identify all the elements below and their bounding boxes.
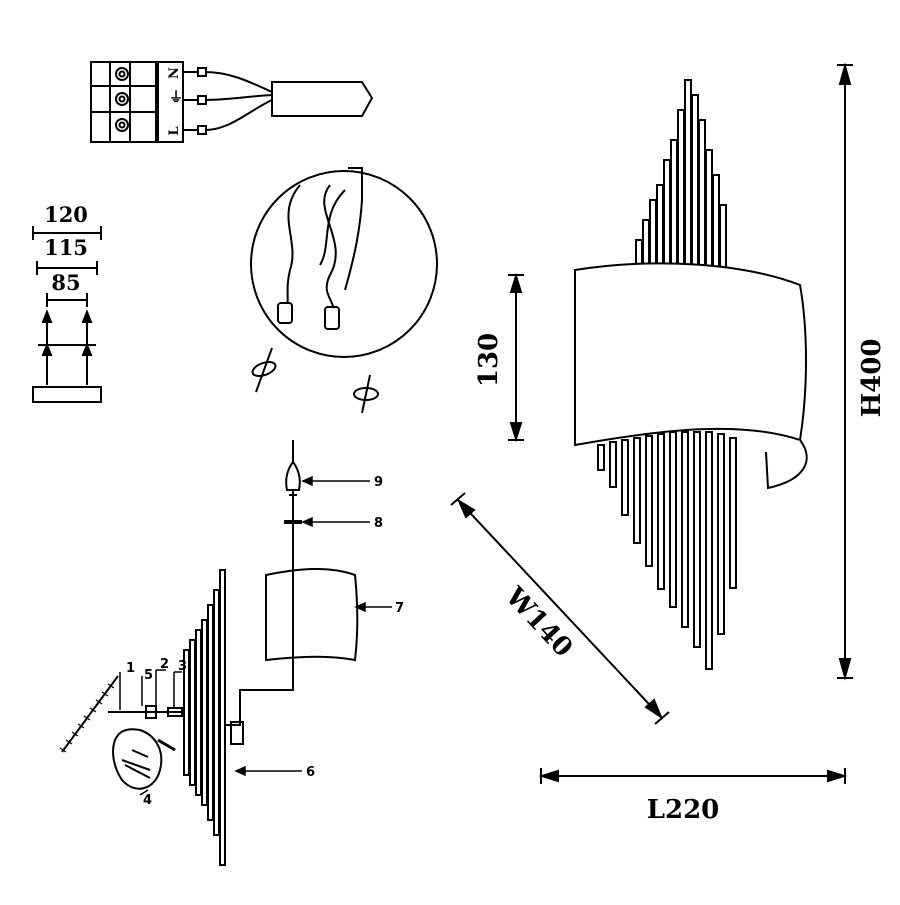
- dim-120: 120: [44, 202, 88, 227]
- terminal-label-earth: ⏚: [169, 90, 183, 106]
- callout-7: 7: [395, 601, 404, 616]
- dim-shade-height: [508, 272, 524, 443]
- callout-3: 3: [178, 659, 187, 674]
- crystal-rods-lower: [597, 431, 737, 670]
- terminal-labels: N ⏚ L: [167, 67, 183, 136]
- label-130: 130: [474, 333, 504, 387]
- terminal-block: [90, 61, 374, 143]
- side-rods: [183, 569, 226, 866]
- callout-9: 9: [374, 475, 383, 490]
- dim-length: [538, 768, 848, 784]
- front-view-lamp: [574, 79, 808, 670]
- callout-6: 6: [306, 765, 315, 780]
- callout-leaders: [119, 475, 392, 796]
- callout-numbers: 1 2 3 4 5 6 7 8 9: [126, 475, 404, 808]
- callout-5: 5: [144, 668, 153, 683]
- exploded-view: [59, 440, 359, 866]
- callout-2: 2: [160, 657, 169, 672]
- dim-width: [450, 492, 670, 725]
- dim-115: 115: [44, 235, 88, 260]
- label-l220: L220: [647, 795, 720, 825]
- label-w140: W140: [499, 581, 579, 663]
- mount-plate-dimensions: 120 115 85: [32, 202, 102, 403]
- wiring-detail: [250, 167, 438, 414]
- terminal-label-n: N: [167, 67, 182, 79]
- terminal-label-l: L: [167, 126, 182, 135]
- lamp-shade: [574, 262, 807, 447]
- side-shade: [265, 568, 359, 662]
- dim-total-height: [837, 62, 853, 681]
- crystal-rods: [635, 79, 727, 271]
- bulb: [285, 460, 301, 491]
- callout-4: 4: [143, 793, 152, 808]
- dim-85: 85: [51, 270, 80, 295]
- label-h400: H400: [857, 339, 887, 418]
- callout-1: 1: [126, 661, 135, 676]
- callout-8: 8: [374, 516, 383, 531]
